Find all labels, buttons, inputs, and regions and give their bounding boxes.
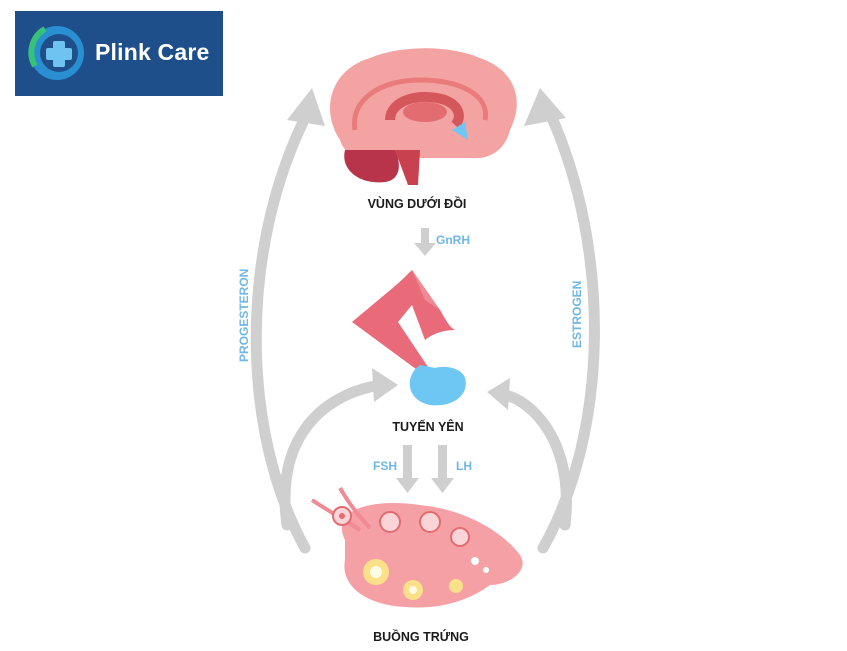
hypothalamus-label: VÙNG DƯỚI ĐỒI [368, 196, 467, 211]
pituitary-illustration [352, 270, 466, 406]
fsh-label: FSH [373, 459, 397, 473]
pituitary-label: TUYẾN YÊN [392, 419, 463, 434]
ovary-to-pituitary-right-arrow [487, 378, 572, 531]
lh-arrow [431, 445, 454, 493]
ovary-label: BUỒNG TRỨNG [373, 629, 469, 644]
gnrh-arrow [414, 228, 436, 256]
ovary-to-pituitary-left-arrow [279, 368, 398, 531]
gnrh-label: GnRH [436, 233, 470, 247]
ovary-illustration [310, 486, 523, 608]
progesteron-label: PROGESTERON [237, 269, 251, 362]
brand-name: Plink Care [95, 39, 210, 65]
lh-label: LH [456, 459, 472, 473]
medical-cross-circle-icon [28, 26, 84, 80]
plink-care-logo: Plink Care [15, 11, 223, 96]
fsh-arrow [396, 445, 419, 493]
estrogen-label: ESTROGEN [570, 281, 584, 348]
brain-illustration [330, 48, 517, 185]
